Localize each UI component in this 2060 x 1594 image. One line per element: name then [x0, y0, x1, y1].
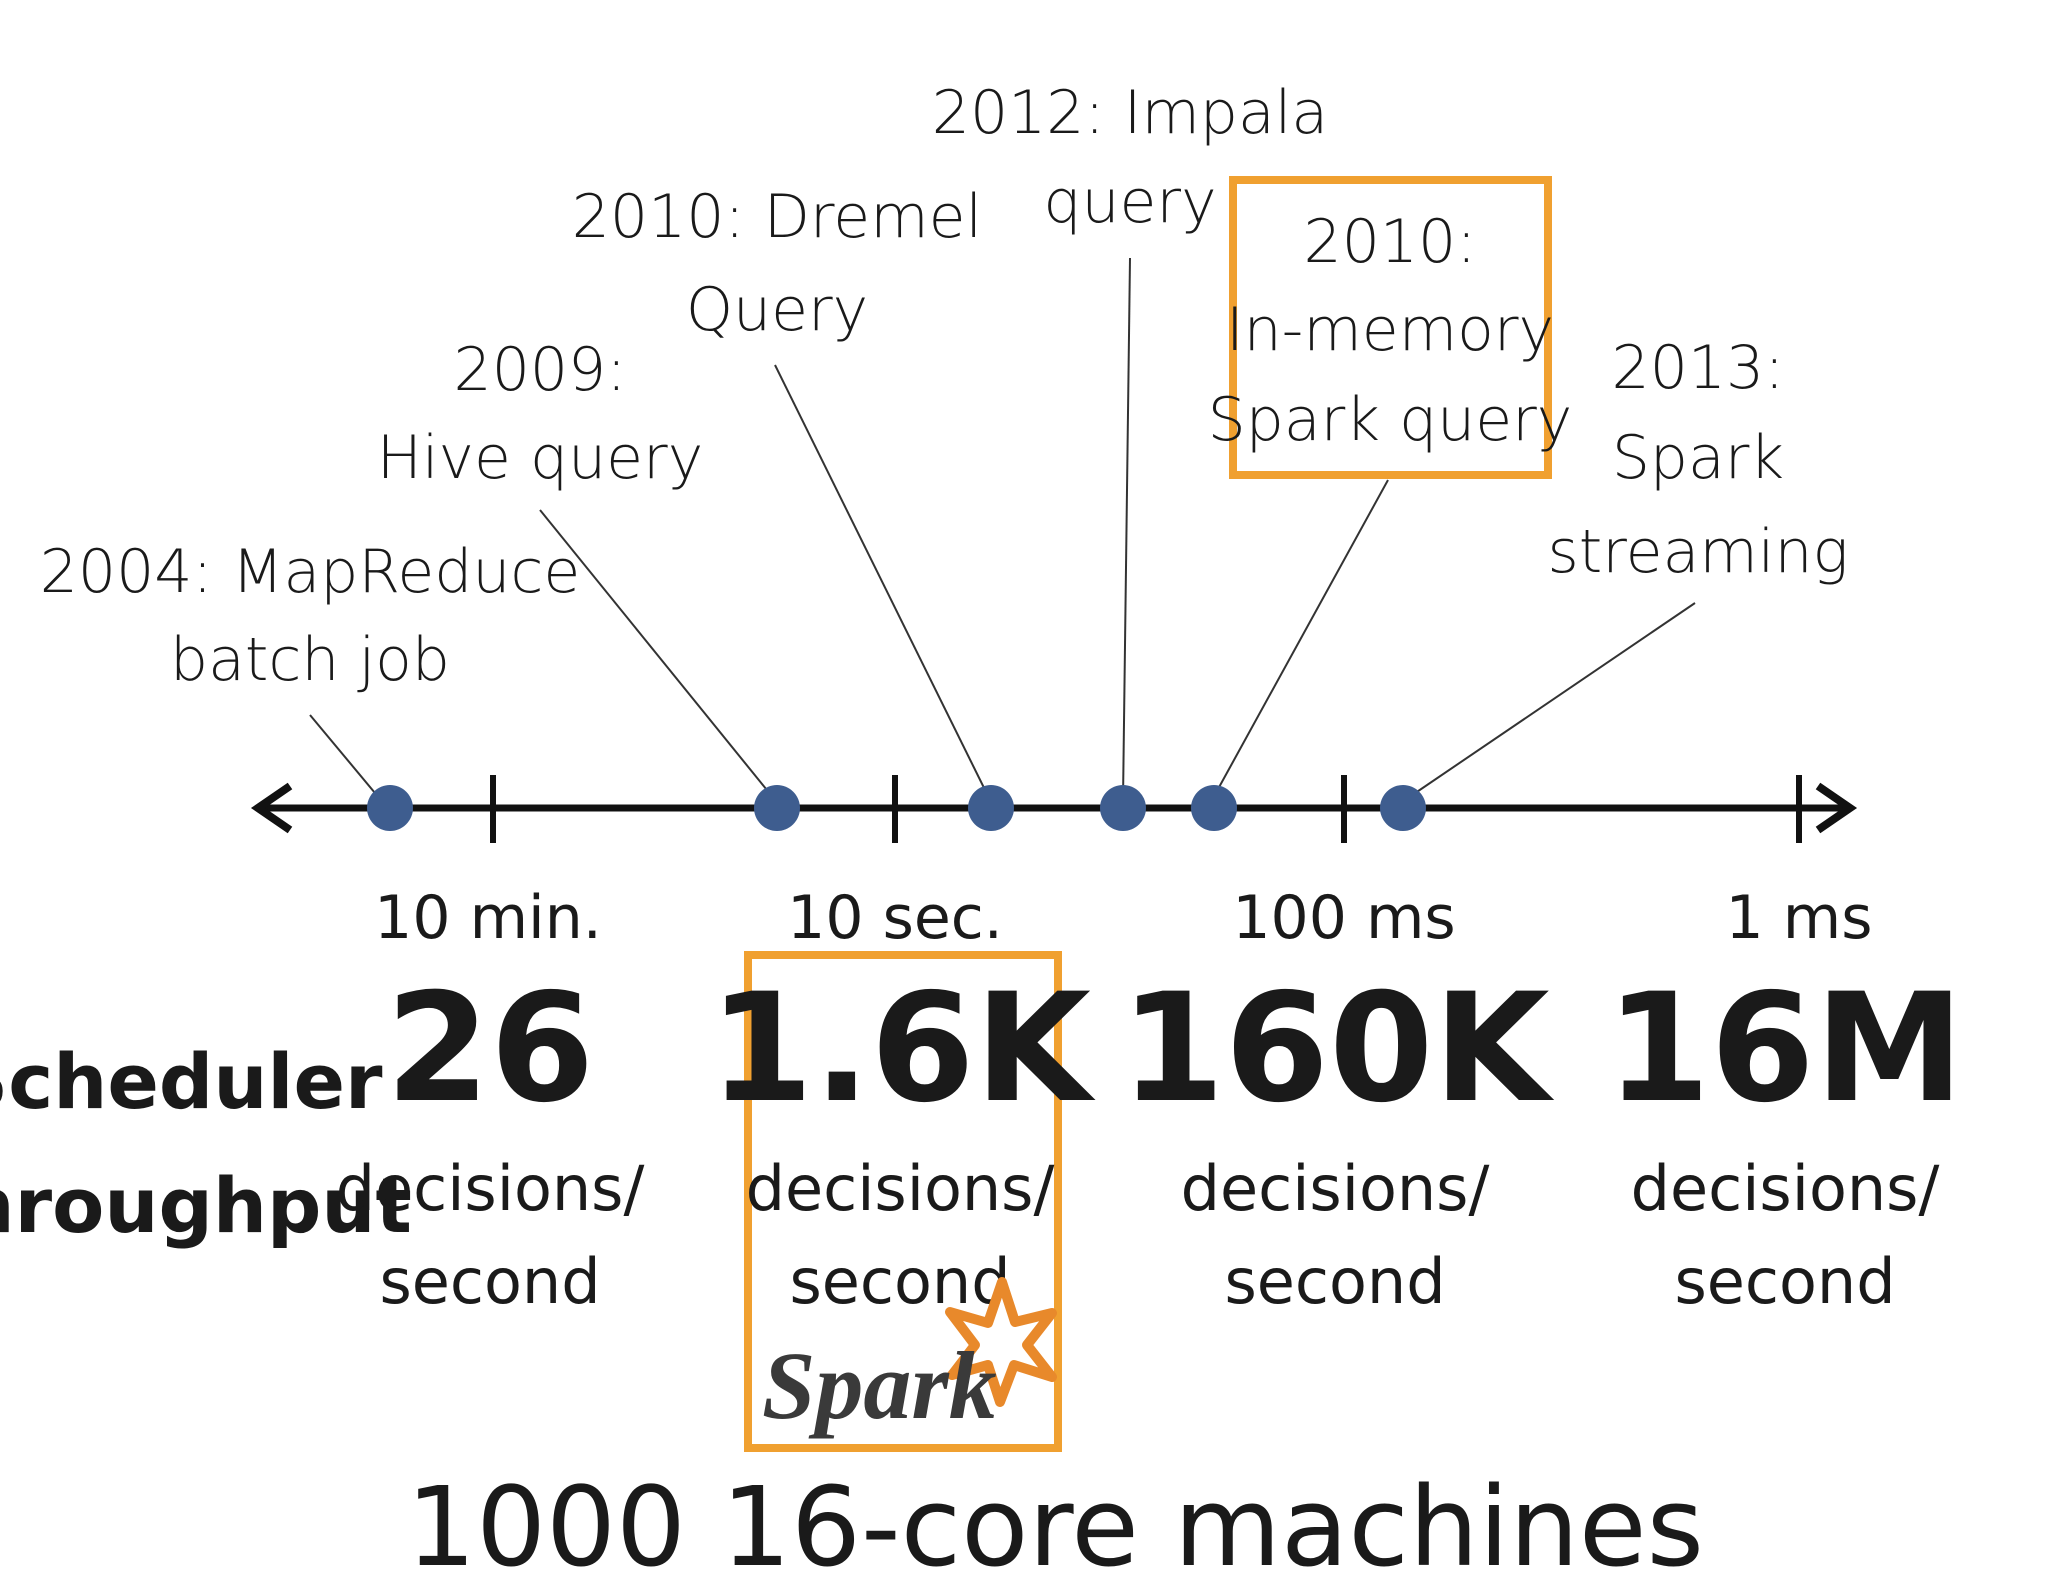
dot-spark-query — [1191, 785, 1237, 831]
throughput-unit-26-line1: decisions/ — [336, 1152, 645, 1225]
throughput-unit-160k-line1: decisions/ — [1181, 1152, 1490, 1225]
throughput-unit-26-line2: second — [379, 1245, 600, 1318]
event-label-mapreduce-line2: batch job — [170, 625, 450, 695]
connector-hive — [539, 509, 776, 801]
event-label-impala-line2: query — [1043, 167, 1216, 237]
connector-mapreduce — [309, 714, 386, 806]
tick-label-10min: 10 min. — [374, 883, 602, 953]
highlight-box-spark-query — [1229, 176, 1552, 479]
throughput-unit-1-6k-line1: decisions/ — [746, 1152, 1055, 1225]
throughput-value-160k: 160K — [1120, 962, 1554, 1136]
dot-impala — [1100, 785, 1146, 831]
dot-mapreduce — [367, 785, 413, 831]
event-label-spark-query-line3: Spark query — [1208, 385, 1573, 455]
event-label-dremel-line1: 2010: Dremel — [572, 182, 982, 252]
throughput-unit-1-6k-line2: second — [789, 1245, 1010, 1318]
event-label-spark-query-line2: In-memory — [1226, 295, 1554, 365]
tick-label-1ms: 1 ms — [1726, 883, 1873, 953]
event-label-spark-streaming-line3: streaming — [1548, 517, 1849, 587]
connector-spark-streaming — [1404, 602, 1696, 801]
footer-caption: 1000 16-core machines — [406, 1463, 1704, 1591]
event-label-spark-streaming-line2: Spark — [1612, 423, 1784, 493]
event-label-impala-line1: 2012: Impala — [932, 78, 1328, 148]
spark-logo: Spark — [762, 1277, 1057, 1439]
event-label-hive-line1: 2009: — [454, 335, 627, 405]
dot-hive — [754, 785, 800, 831]
throughput-unit-16m-line2: second — [1674, 1245, 1895, 1318]
event-labels: 2004: MapReduce batch job 2009: Hive que… — [40, 78, 1849, 695]
event-label-spark-query-line1: 2010: — [1304, 207, 1477, 277]
tick-labels: 10 min. 10 sec. 100 ms 1 ms — [374, 883, 1872, 953]
dot-dremel — [968, 785, 1014, 831]
connectors — [309, 257, 1696, 806]
connector-impala — [1122, 257, 1131, 801]
tick-label-10sec: 10 sec. — [787, 883, 1003, 953]
event-dots — [367, 785, 1426, 831]
event-label-spark-streaming-line1: 2013: — [1612, 333, 1785, 403]
connector-spark-query — [1211, 479, 1389, 801]
event-label-dremel-line2: Query — [686, 275, 868, 345]
throughput-unit-16m-line1: decisions/ — [1631, 1152, 1940, 1225]
axis-arrow-right — [1815, 782, 1858, 834]
highlight-box-spark-throughput — [744, 951, 1062, 1452]
dot-spark-streaming — [1380, 785, 1426, 831]
event-label-hive-line2: Hive query — [377, 423, 703, 493]
scheduler-throughput-label: Scheduler throughput — [0, 1037, 412, 1250]
scheduler-label-line2: throughput — [0, 1161, 412, 1250]
timeline-axis — [250, 775, 1858, 843]
spark-star-icon — [945, 1277, 1057, 1407]
spark-logo-text: Spark — [762, 1332, 997, 1439]
scheduler-label-line1: Scheduler — [0, 1037, 383, 1126]
axis-arrow-left — [250, 782, 293, 834]
throughput-unit-160k-line2: second — [1224, 1245, 1445, 1318]
throughput-value-16m: 16M — [1606, 962, 1964, 1136]
throughput-value-26: 26 — [386, 962, 595, 1136]
connector-dremel — [774, 364, 991, 801]
throughput-value-1-6k: 1.6K — [709, 962, 1096, 1136]
throughput-values: 26 decisions/ second 1.6K decisions/ sec… — [336, 962, 1964, 1318]
tick-label-100ms: 100 ms — [1232, 883, 1455, 953]
event-label-mapreduce-line1: 2004: MapReduce — [40, 537, 581, 607]
